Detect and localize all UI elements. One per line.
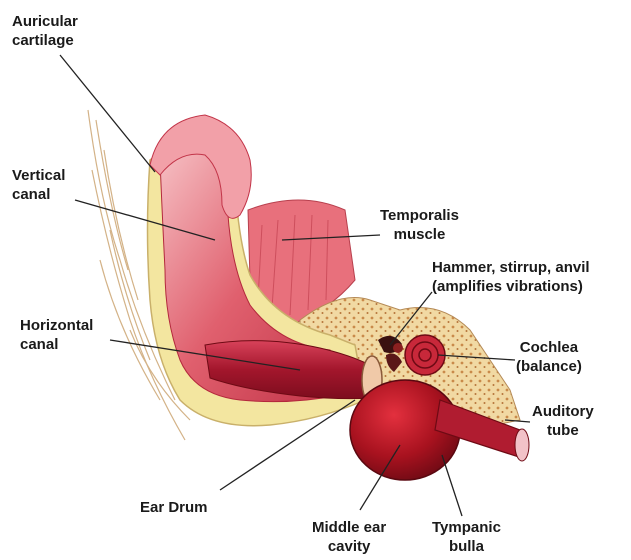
label-hammer-stirrup-anvil-line1: Hammer, stirrup, anvil bbox=[432, 258, 590, 277]
label-horizontal-canal-line2: canal bbox=[20, 335, 93, 354]
label-cochlea-line2: (balance) bbox=[516, 357, 582, 376]
label-auricular-cartilage-line2: cartilage bbox=[12, 31, 78, 50]
label-cochlea-line1: Cochlea bbox=[516, 338, 582, 357]
label-middle-ear-cavity: Middle ear cavity bbox=[312, 518, 386, 556]
label-vertical-canal-line1: Vertical bbox=[12, 166, 65, 185]
label-middle-ear-cavity-line1: Middle ear bbox=[312, 518, 386, 537]
label-horizontal-canal: Horizontal canal bbox=[20, 316, 93, 354]
label-temporalis-muscle: Temporalis muscle bbox=[380, 206, 459, 244]
label-auditory-tube-line2: tube bbox=[532, 421, 594, 440]
label-temporalis-muscle-line1: Temporalis bbox=[380, 206, 459, 225]
label-auricular-cartilage-line1: Auricular bbox=[12, 12, 78, 31]
label-vertical-canal-line2: canal bbox=[12, 185, 65, 204]
label-middle-ear-cavity-line2: cavity bbox=[312, 537, 386, 556]
label-auditory-tube: Auditory tube bbox=[532, 402, 594, 440]
label-ear-drum-line1: Ear Drum bbox=[140, 498, 208, 517]
label-hammer-stirrup-anvil: Hammer, stirrup, anvil (amplifies vibrat… bbox=[432, 258, 590, 296]
label-tympanic-bulla-line2: bulla bbox=[432, 537, 501, 556]
label-auricular-cartilage: Auricular cartilage bbox=[12, 12, 78, 50]
label-vertical-canal: Vertical canal bbox=[12, 166, 65, 204]
label-horizontal-canal-line1: Horizontal bbox=[20, 316, 93, 335]
label-tympanic-bulla: Tympanic bulla bbox=[432, 518, 501, 556]
label-hammer-stirrup-anvil-line2: (amplifies vibrations) bbox=[432, 277, 590, 296]
label-cochlea: Cochlea (balance) bbox=[516, 338, 582, 376]
label-temporalis-muscle-line2: muscle bbox=[380, 225, 459, 244]
label-auditory-tube-line1: Auditory bbox=[532, 402, 594, 421]
label-tympanic-bulla-line1: Tympanic bbox=[432, 518, 501, 537]
label-ear-drum: Ear Drum bbox=[140, 498, 208, 517]
